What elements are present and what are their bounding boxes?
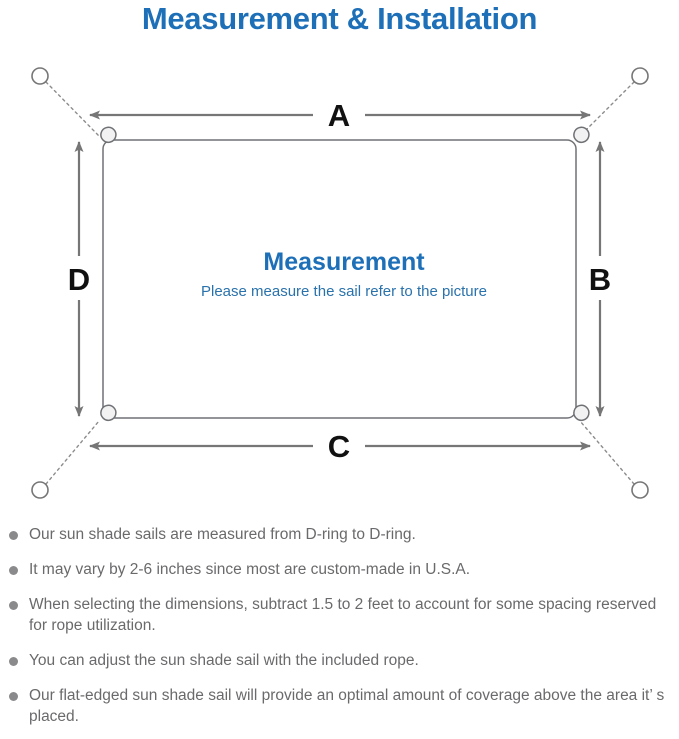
dimension-a: A [89,98,591,133]
rope-line-bottom-left [45,420,100,485]
anchor-bottom-right-icon [631,481,649,499]
anchor-top-left-icon [31,67,49,85]
dimension-b-label: B [589,262,611,297]
list-item: Our sun shade sails are measured from D-… [0,524,679,545]
d-ring-top-left-icon [100,126,117,143]
list-item: You can adjust the sun shade sail with t… [0,650,679,671]
dimension-d-label: D [68,262,90,297]
diagram-center-heading: Measurement [263,248,425,276]
anchor-top-right-icon [631,67,649,85]
list-item: It may vary by 2-6 inches since most are… [0,559,679,580]
rope-lines [45,81,635,485]
rope-line-bottom-right [579,420,635,485]
list-item: Our flat-edged sun shade sail will provi… [0,685,679,727]
rope-line-top-right [579,81,635,137]
bullet-icon [9,566,18,575]
rope-line-top-left [45,81,100,137]
note-text: Our sun shade sails are measured from D-… [29,526,416,543]
bullet-icon [9,531,18,540]
dimension-d: D [68,141,90,417]
dimension-c-label: C [328,429,350,464]
anchor-bottom-left-icon [31,481,49,499]
note-text: Our flat-edged sun shade sail will provi… [29,687,665,725]
anchor-rings [31,67,649,499]
note-text: You can adjust the sun shade sail with t… [29,652,419,669]
dimension-c: C [89,429,591,464]
d-rings [100,126,590,421]
note-text: When selecting the dimensions, subtract … [29,596,657,634]
sail-measurement-diagram: A C D B Measurement Please me [0,50,679,510]
bullet-icon [9,601,18,610]
dimension-b: B [589,141,611,417]
page-title: Measurement & Installation [141,1,538,36]
d-ring-top-right-icon [573,126,590,143]
bullet-icon [9,657,18,666]
notes-list: Our sun shade sails are measured from D-… [0,524,679,727]
d-ring-bottom-right-icon [573,404,590,421]
sail-outline [102,139,577,419]
list-item: When selecting the dimensions, subtract … [0,594,679,636]
note-text: It may vary by 2-6 inches since most are… [29,561,471,578]
d-ring-bottom-left-icon [100,404,117,421]
diagram-center-subtitle: Please measure the sail refer to the pic… [201,283,487,300]
dimension-a-label: A [328,98,350,133]
bullet-icon [9,692,18,701]
